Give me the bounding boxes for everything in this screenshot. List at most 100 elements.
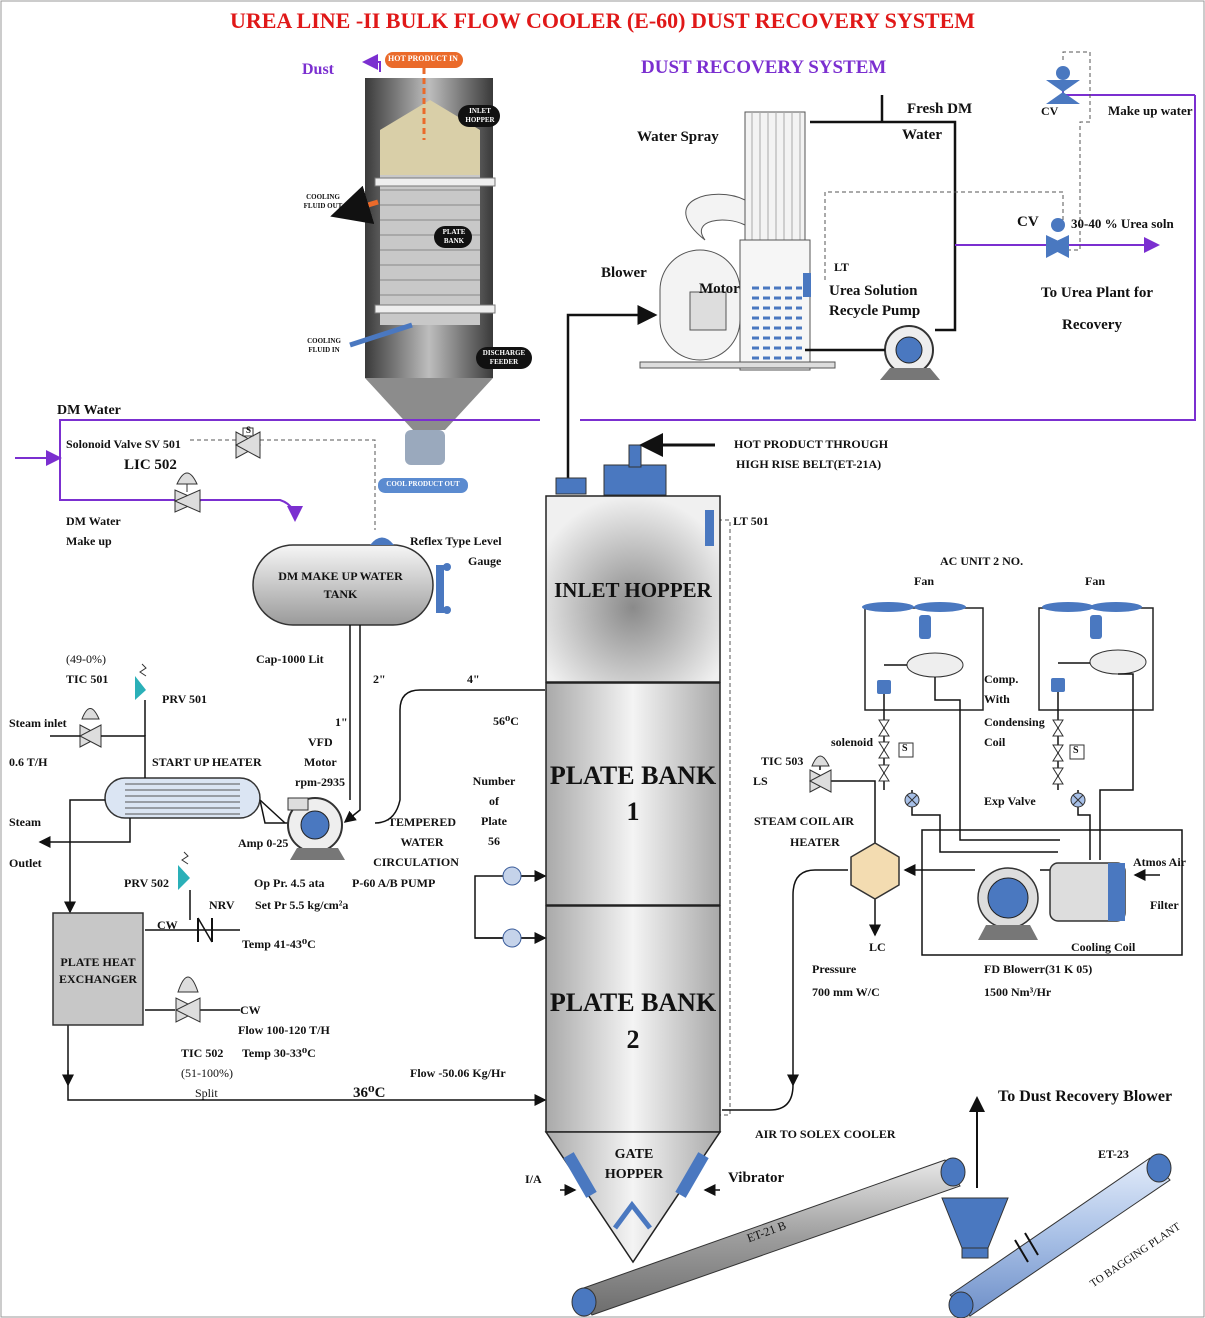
img-hot-product-in: HOT PRODUCT IN: [388, 54, 458, 63]
cv-valve-top: [1046, 66, 1080, 104]
img-plate-bank: PLATE BANK: [442, 228, 466, 245]
reflex-gauge-label-1: Reflex Type Level: [410, 534, 502, 548]
fd-blower: [977, 867, 1039, 940]
temp-30-label: Temp 30-33⁰C: [242, 1046, 316, 1060]
pressure-label-1: Pressure: [812, 962, 857, 976]
bulk-flow-cooler-illustration: [330, 52, 532, 493]
dm-makeup-label-1: DM Water: [66, 514, 121, 528]
solenoid-valve-label: Solonoid Valve SV 501: [66, 437, 181, 451]
exp-valve-label: Exp Valve: [984, 794, 1036, 808]
pressure-label-2: 700 mm W/C: [812, 985, 880, 999]
steam-coil-air-heater: [850, 842, 900, 900]
inlet-hopper-label: INLET HOPPER: [554, 578, 712, 602]
dm-water-label: DM Water: [57, 403, 121, 418]
comp-label-1: Comp.: [984, 672, 1019, 686]
prv502-label: PRV 502: [124, 876, 170, 890]
steam-inlet-label: Steam inlet: [9, 716, 67, 730]
prv502: [178, 851, 190, 890]
comp-label-2: With: [984, 692, 1010, 706]
tempered-water-lines: [259, 625, 545, 824]
cv-valve-urea: [1046, 218, 1069, 258]
img-cool-product-out: COOL PRODUCT OUT: [386, 480, 460, 488]
solenoid-s1: S: [902, 743, 908, 754]
lt501-label: LT 501: [733, 514, 769, 528]
s-valve-label: S: [246, 425, 252, 435]
steam-coil-label-2: HEATER: [790, 835, 840, 849]
p60-pump: [287, 797, 345, 860]
atmos-air-label: Atmos Air: [1133, 855, 1186, 869]
ac-unit-1: [862, 602, 984, 711]
flow-kg-label: Flow -50.06 Kg/Hr: [410, 1066, 506, 1080]
conveyor-et21b: [571, 1157, 966, 1317]
nrv-check-valve: [197, 917, 213, 943]
urea-soln-lines: [15, 82, 1196, 522]
set-pressure-label: Set Pr 5.5 kg/cm²a: [255, 898, 349, 912]
plate-bank-2-number: 2: [626, 1025, 640, 1054]
solenoid-valves-ac: [878, 719, 1086, 808]
startup-heater-label: START UP HEATER: [152, 755, 262, 769]
dust-recovery-lines: [566, 95, 957, 480]
number-plates-4: 56: [488, 834, 500, 848]
fan-label-2: Fan: [1085, 574, 1106, 588]
tic502-label: TIC 502: [181, 1046, 224, 1060]
fd-blower-label-2: 1500 Nm³/Hr: [984, 985, 1052, 999]
urea-soln-label: 30-40 % Urea soln: [1071, 216, 1174, 231]
dm-makeup-label-2: Make up: [66, 534, 112, 548]
cooling-coil-label: Cooling Coil: [1071, 940, 1136, 954]
tempered-label-3: CIRCULATION: [373, 855, 459, 869]
vfd-motor-label: Motor: [304, 755, 337, 769]
tank-label-1: DM MAKE UP WATER: [278, 569, 403, 583]
urea-recycle-pump: [880, 325, 940, 380]
pump-label: P-60 A/B PUMP: [352, 876, 436, 890]
gate-hopper-label-1: GATE: [614, 1147, 654, 1162]
gate-hopper-label-2: HOPPER: [604, 1167, 664, 1182]
prv501: [135, 663, 147, 700]
main-cooler-column: [544, 444, 722, 1264]
number-plates-2: of: [489, 794, 499, 808]
tic501-range: (49-0%): [66, 652, 106, 666]
vibrator-label: Vibrator: [728, 1170, 785, 1186]
heater-lines: [38, 700, 547, 1106]
rpm-label: rpm-2935: [295, 775, 345, 789]
vfd-label: VFD: [308, 735, 333, 749]
air-to-solex-label: AIR TO SOLEX COOLER: [755, 1127, 896, 1141]
solenoid-label: solenoid: [831, 735, 874, 749]
solenoid-valve-sv501: [234, 427, 262, 459]
ls-label: LS: [753, 774, 768, 788]
steam-outlet-label-2: Outlet: [9, 856, 42, 870]
ac-unit-2: [1038, 602, 1154, 711]
nrv-label: NRV: [209, 898, 235, 912]
solenoid-s2: S: [1073, 745, 1079, 756]
cooling-coil-unit: [1049, 862, 1126, 922]
water-spray-label: Water Spray: [637, 129, 719, 145]
plate-bank-1-label: PLATE BANK: [549, 761, 717, 790]
cv-label: CV: [1017, 214, 1039, 230]
cw-label-1: CW: [157, 918, 178, 932]
op-pressure-label: Op Pr. 4.5 ata: [254, 876, 325, 890]
tic501-label: TIC 501: [66, 672, 109, 686]
tempered-label-2: WATER: [400, 835, 444, 849]
capacity-label: Cap-1000 Lit: [256, 652, 324, 666]
img-cooling-fluid-in: COOLING FLUID IN: [307, 337, 341, 354]
steam-flow-label: 0.6 T/H: [9, 755, 48, 769]
plate-heat-exchanger: [52, 912, 144, 1026]
steam-outlet-label-1: Steam: [9, 815, 41, 829]
phe-label-2: EXCHANGER: [58, 972, 137, 986]
img-discharge-feeder: DISCHARGE FEEDER: [482, 349, 526, 366]
pipe-4in-label: 4": [467, 672, 480, 686]
lt-label: LT: [834, 260, 849, 274]
ia-label: I/A: [525, 1172, 542, 1186]
comp-label-4: Coil: [984, 735, 1006, 749]
urea-pump-label-1: Urea Solution: [829, 283, 918, 299]
tempered-label-1: TEMPERED: [387, 815, 456, 829]
pipe-1in-label: 1": [335, 715, 348, 729]
urea-pump-label-2: Recycle Pump: [829, 303, 921, 319]
comp-label-3: Condensing: [984, 715, 1045, 729]
temp-56-label: 56⁰C: [493, 714, 519, 728]
dust-recovery-title: DUST RECOVERY SYSTEM: [641, 57, 887, 78]
cv-top-label: CV: [1041, 104, 1059, 118]
lic502-label: LIC 502: [124, 457, 177, 473]
to-urea-label-1: To Urea Plant for: [1041, 285, 1154, 301]
startup-heater-exchanger: [104, 777, 261, 819]
